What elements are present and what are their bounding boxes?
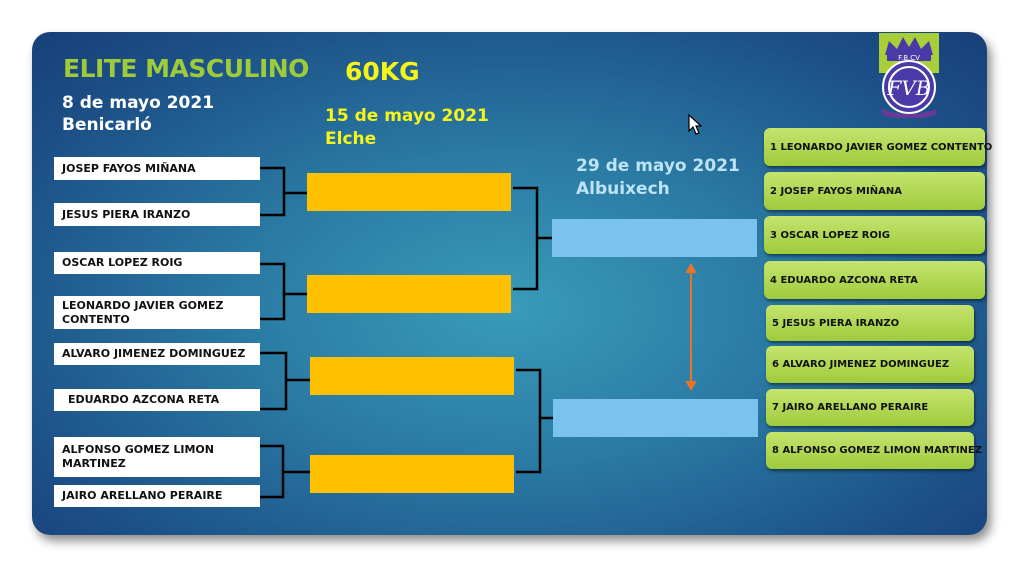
round2-date: 15 de mayo 2021 [325, 106, 489, 126]
final-slot [553, 399, 758, 437]
fighter-slot: JOSEP FAYOS MIÑANA [54, 157, 260, 180]
round2-place: Elche [325, 129, 377, 149]
round1-place: Benicarló [62, 115, 152, 135]
svg-text:FVB: FVB [886, 76, 930, 100]
bracket-line [516, 368, 542, 474]
bracket-line [259, 351, 288, 411]
ranking-item: 5 JESUS PIERA IRANZO [766, 305, 974, 341]
mouse-cursor-icon [688, 114, 703, 135]
bracket-line [259, 166, 286, 217]
fighter-slot: JESUS PIERA IRANZO [54, 203, 260, 226]
round1-date: 8 de mayo 2021 [62, 93, 215, 113]
bracket-line [513, 186, 539, 291]
semifinal-slot [307, 173, 511, 211]
bracket-line [259, 262, 286, 321]
fighter-slot: LEONARDO JAVIER GOMEZ CONTENTO [54, 296, 260, 329]
weight-class: 60KG [345, 57, 420, 86]
semifinal-slot [310, 357, 514, 395]
svg-text:F.B.CV: F.B.CV [898, 54, 920, 62]
page-title: ELITE MASCULINO [63, 54, 309, 83]
final-slot [552, 219, 757, 257]
round3-place: Albuixech [576, 179, 670, 199]
double-arrow-icon [685, 262, 697, 392]
fighter-slot: EDUARDO AZCONA RETA [54, 389, 260, 411]
semifinal-slot [307, 275, 511, 313]
round3-date: 29 de mayo 2021 [576, 156, 740, 176]
ranking-item: 8 ALFONSO GOMEZ LIMON MARTINEZ [766, 432, 982, 469]
fighter-slot: OSCAR LOPEZ ROIG [54, 252, 260, 274]
ranking-item: 1 LEONARDO JAVIER GOMEZ CONTENTO [764, 128, 992, 166]
ranking-item: 3 OSCAR LOPEZ ROIG [764, 216, 985, 254]
ranking-item: 4 EDUARDO AZCONA RETA [764, 261, 985, 299]
federation-logo: F.B.CV FVB [879, 33, 939, 119]
fighter-slot: ALVARO JIMENEZ DOMINGUEZ [54, 343, 260, 365]
ranking-item: 6 ALVARO JIMENEZ DOMINGUEZ [766, 346, 974, 383]
bracket-line [259, 444, 285, 499]
fighter-slot: JAIRO ARELLANO PERAIRE [54, 485, 260, 507]
semifinal-slot [310, 455, 514, 493]
ranking-item: 2 JOSEP FAYOS MIÑANA [764, 172, 985, 210]
fighter-slot: ALFONSO GOMEZ LIMON MARTINEZ [54, 437, 260, 477]
ranking-item: 7 JAIRO ARELLANO PERAIRE [766, 389, 974, 426]
